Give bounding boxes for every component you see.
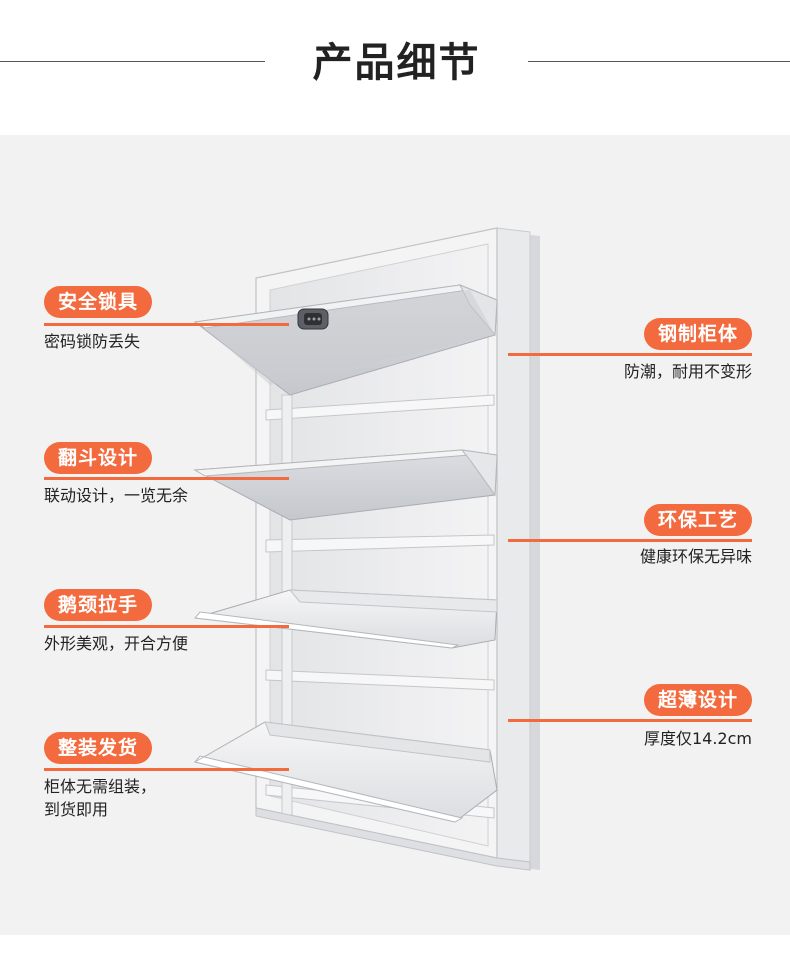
- callout-line-steel-body: [508, 353, 752, 356]
- callout-line-gooseneck-handle: [44, 625, 289, 628]
- desc-steel-body: 防潮，耐用不变形: [623, 362, 752, 381]
- desc-security-lock: 密码锁防丢失: [44, 332, 141, 351]
- callout-line-flip-design: [44, 477, 289, 480]
- badge-steel-body: 钢制柜体: [643, 318, 752, 350]
- badge-flip-design: 翻斗设计: [44, 442, 153, 474]
- badge-gooseneck-handle: 鹅颈拉手: [44, 589, 153, 621]
- section-header: 产品细节: [0, 0, 790, 135]
- badge-assembled-shipping: 整装发货: [44, 732, 153, 764]
- callout-line-eco-process: [508, 539, 752, 542]
- header-rule-left: [0, 61, 265, 62]
- header-rule-right: [528, 61, 790, 62]
- badge-eco-process: 环保工艺: [643, 504, 752, 536]
- desc-ultra-thin: 厚度仅14.2cm: [643, 729, 752, 748]
- page-title: 产品细节: [312, 40, 481, 86]
- badge-ultra-thin: 超薄设计: [643, 684, 752, 716]
- desc-flip-design: 联动设计，一览无余: [44, 486, 189, 505]
- badge-security-lock: 安全锁具: [44, 286, 153, 318]
- desc-eco-process: 健康环保无异味: [639, 547, 752, 566]
- callout-line-assembled-shipping: [44, 768, 289, 771]
- callout-line-ultra-thin: [508, 719, 752, 722]
- lock-icon: [297, 308, 329, 330]
- footer-strip: [0, 935, 790, 962]
- desc-gooseneck-handle: 外形美观，开合方便: [44, 634, 189, 653]
- desc-assembled-shipping-line2: 到货即用: [44, 800, 109, 819]
- desc-assembled-shipping-line1: 柜体无需组装，: [44, 777, 157, 796]
- callout-line-security-lock: [44, 323, 289, 326]
